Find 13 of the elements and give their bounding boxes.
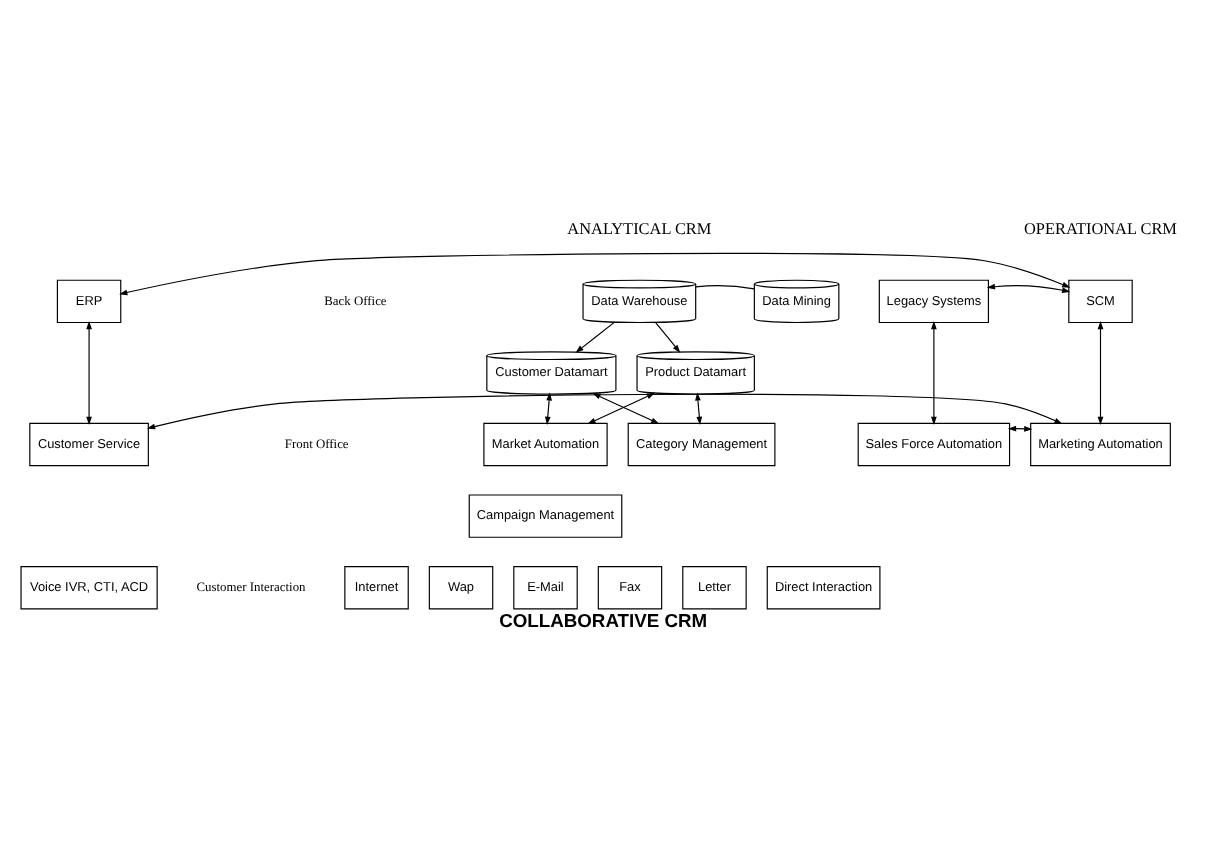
arrow — [575, 321, 615, 352]
label: ANALYTICAL CRM — [567, 219, 712, 238]
arrow — [1097, 319, 1104, 424]
arrow — [119, 251, 1071, 295]
arrow — [86, 319, 92, 424]
arrow — [544, 391, 552, 424]
caption: COLLABORATIVE CRM — [499, 610, 708, 631]
arrow — [695, 391, 703, 424]
label: OPERATIONAL CRM — [1023, 219, 1177, 238]
arrow — [931, 319, 937, 424]
connector — [695, 283, 755, 289]
arrow — [986, 282, 1071, 292]
arrow — [655, 321, 681, 352]
